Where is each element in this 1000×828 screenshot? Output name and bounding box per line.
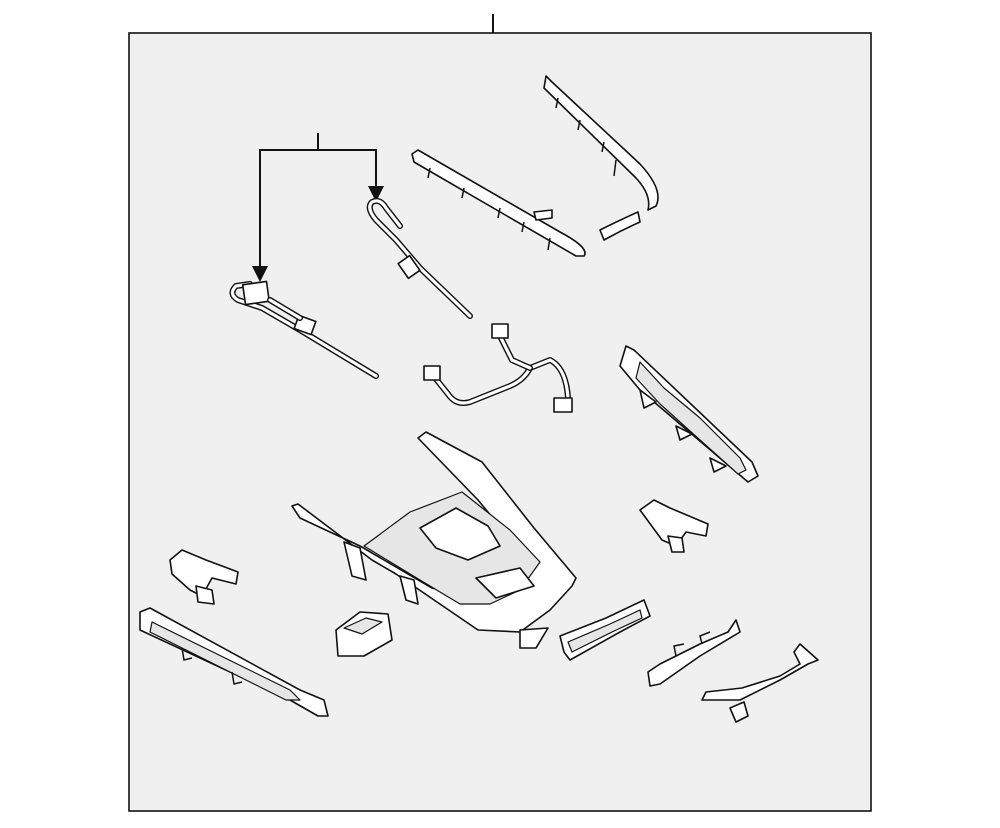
wiring-harness-center <box>366 197 473 319</box>
wiring-harness-middle <box>423 323 573 413</box>
bracket-right <box>639 499 709 553</box>
trim-strip-lower-left <box>139 607 329 717</box>
clip-block-center-left <box>335 611 393 657</box>
wiring-harness-left <box>229 280 379 379</box>
side-panel-right <box>619 345 759 483</box>
trim-strip-lower-center <box>559 599 651 661</box>
center-console-tray <box>291 431 577 649</box>
trim-strip-upper <box>411 149 586 257</box>
trim-strip-far-lower-right <box>701 643 819 723</box>
trim-strip-top-right <box>543 75 659 241</box>
trim-strip-lower-right <box>647 619 741 687</box>
diagram-frame <box>128 32 872 812</box>
sub-assembly-callout <box>252 133 384 282</box>
bracket-left <box>169 549 239 605</box>
